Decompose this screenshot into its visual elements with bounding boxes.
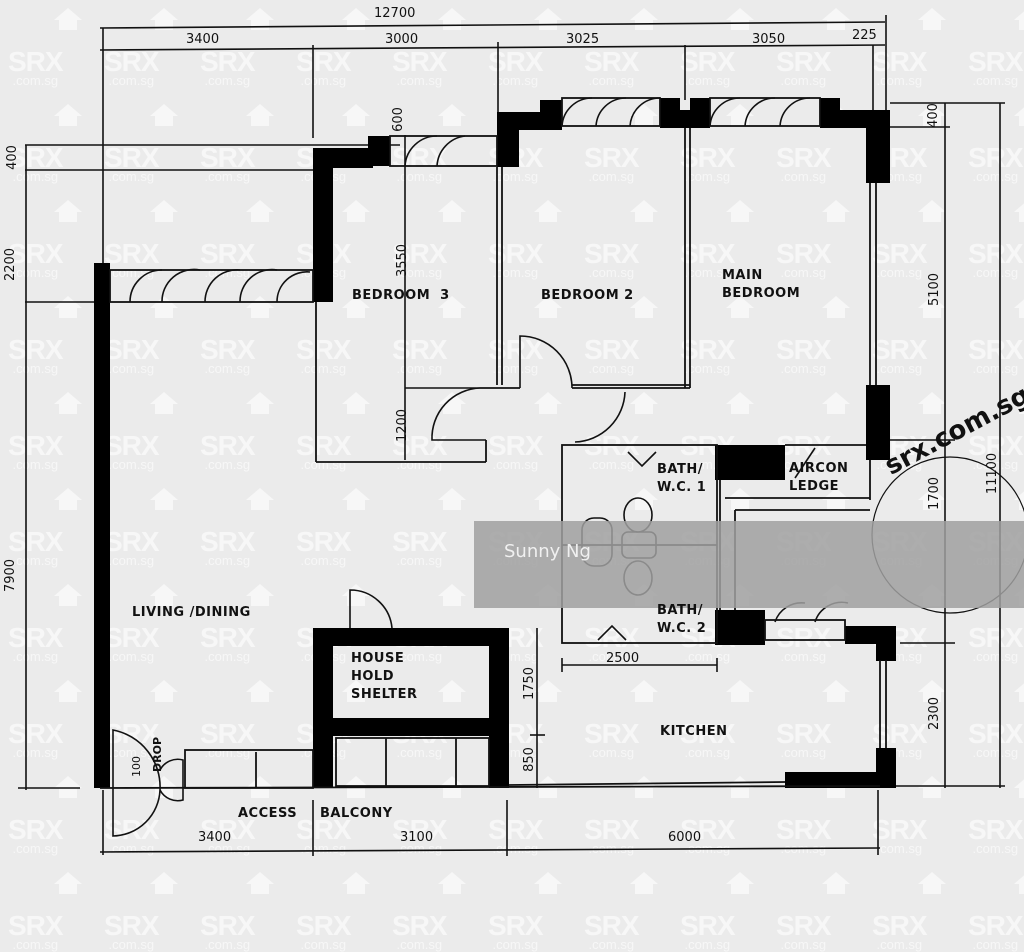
dim-bottom-1: 3100 <box>400 830 434 845</box>
house-icon <box>726 872 754 894</box>
structural-walls <box>94 98 896 788</box>
house-icon <box>534 872 562 894</box>
label-bedroom-2: BEDROOM 2 <box>541 288 634 303</box>
watermark-logo: SRX.com.sg <box>104 910 160 952</box>
agent-name: Sunny Ng <box>504 541 591 562</box>
dim-bath-width: 2500 <box>606 651 640 666</box>
label-household-shelter: HOUSE HOLD SHELTER <box>351 651 418 702</box>
dim-shelter-bottom: 850 <box>521 747 537 772</box>
label-refuse-100: 100 <box>130 756 143 777</box>
watermark-logo: SRX.com.sg <box>8 910 64 952</box>
watermark-logo: SRX.com.sg <box>872 910 928 952</box>
label-aircon-ledge: AIRCON LEDGE <box>789 461 849 494</box>
house-icon <box>150 872 178 894</box>
watermark-logo: SRX.com.sg <box>392 910 448 952</box>
label-living-dining: LIVING /DINING <box>132 605 251 620</box>
watermark-logo: SRX.com.sg <box>680 910 736 952</box>
dim-top-0: 3400 <box>186 32 220 47</box>
dim-left-0: 400 <box>4 145 20 170</box>
label-bedroom-3: BEDROOM 3 <box>352 288 450 303</box>
label-bath-wc-2: BATH/ W.C. 2 <box>657 603 707 636</box>
label-balcony: BALCONY <box>320 806 393 821</box>
dim-corridor: 1200 <box>395 408 411 443</box>
dim-top-offset: 600 <box>390 107 406 132</box>
dim-shelter-depth: 1750 <box>522 666 538 701</box>
dimension-lines <box>18 15 1005 856</box>
house-icon <box>822 872 850 894</box>
floor-plan-drawing <box>18 15 1024 856</box>
dim-right-1: 5100 <box>927 272 943 307</box>
label-main-bedroom: MAIN BEDROOM <box>722 268 801 301</box>
dim-top-total: 12700 <box>374 6 416 21</box>
dim-right-2: 1700 <box>927 476 943 511</box>
label-bath-wc-1: BATH/ W.C. 1 <box>657 462 707 495</box>
partition-walls <box>99 97 887 789</box>
watermark-logo: SRX.com.sg <box>968 910 1024 952</box>
label-access: ACCESS <box>238 806 298 821</box>
house-icon <box>1014 872 1024 894</box>
watermark-logo: SRX.com.sg <box>200 910 256 952</box>
dim-bedroom3-depth: 3550 <box>395 243 411 278</box>
house-icon <box>246 872 274 894</box>
dim-top-2: 3025 <box>566 32 600 47</box>
house-icon <box>342 872 370 894</box>
dim-top-3: 3050 <box>752 32 786 47</box>
dim-top-4: 225 <box>852 28 877 43</box>
dim-right-3: 2300 <box>927 696 943 731</box>
dim-right-0: 400 <box>925 103 941 128</box>
dim-top-1: 3000 <box>385 32 419 47</box>
house-icon <box>918 872 946 894</box>
dim-left-1: 2200 <box>3 247 19 282</box>
house-icon <box>438 872 466 894</box>
watermark-logo: SRX.com.sg <box>488 910 544 952</box>
dim-left-2: 7900 <box>3 558 19 593</box>
house-icon <box>54 872 82 894</box>
dim-right-outer: 11100 <box>985 452 1001 495</box>
watermark-logo: SRX.com.sg <box>296 910 352 952</box>
label-refuse-drop: DROP <box>151 736 165 773</box>
dim-bottom-2: 6000 <box>668 830 702 845</box>
house-icon <box>630 872 658 894</box>
agent-banner: Sunny Ng <box>474 521 1024 608</box>
label-kitchen: KITCHEN <box>660 724 728 739</box>
dim-bottom-0: 3400 <box>198 830 232 845</box>
watermark-logo: SRX.com.sg <box>776 910 832 952</box>
watermark-logo: SRX.com.sg <box>584 910 640 952</box>
